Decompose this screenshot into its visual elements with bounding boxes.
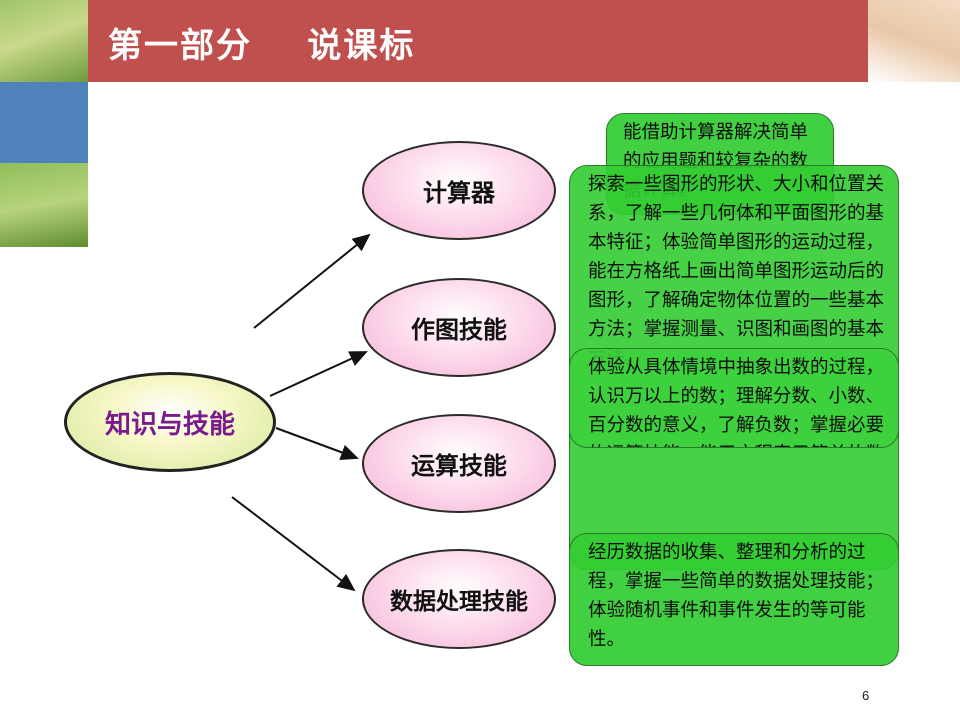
page-title: 第一部分 说课标	[108, 26, 416, 66]
skill-node-data: 数据处理技能	[362, 549, 556, 649]
drawing-description: 探索一些图形的形状、大小和位置关系，了解一些几何体和平面图形的基本特征；体验简单…	[588, 174, 885, 369]
skill-label: 运算技能	[411, 451, 507, 480]
arrow-to-data	[231, 496, 356, 592]
operation-description-box: 体验从具体情境中抽象出数的过程，认识万以上的数；理解分数、小数、百分数的意义，了…	[569, 348, 899, 448]
child-photo-left	[0, 163, 88, 247]
skill-node-drawing: 作图技能	[362, 278, 556, 377]
child-photo-top-left	[0, 0, 88, 82]
side-blue-block	[0, 82, 88, 163]
arrow-to-calculator	[253, 233, 371, 329]
skill-node-operation: 运算技能	[362, 414, 556, 513]
skill-label: 计算器	[423, 178, 495, 207]
page-number: 6	[862, 688, 870, 703]
data-description: 经历数据的收集、整理和分析的过程，掌握一些简单的数据处理技能；体验随机事件和事件…	[588, 542, 885, 650]
skill-label: 作图技能	[411, 315, 507, 344]
header-bar	[88, 0, 868, 82]
operation-description: 体验从具体情境中抽象出数的过程，认识万以上的数；理解分数、小数、百分数的意义，了…	[588, 357, 885, 447]
skill-label: 数据处理技能	[390, 588, 528, 615]
skill-node-calculator: 计算器	[362, 141, 556, 240]
knowledge-skills-label: 知识与技能	[104, 409, 235, 440]
knowledge-skills-node: 知识与技能	[64, 372, 276, 472]
child-photo-top-right	[868, 0, 960, 82]
data-description-box: 经历数据的收集、整理和分析的过程，掌握一些简单的数据处理技能；体验随机事件和事件…	[569, 533, 899, 666]
arrow-to-drawing	[269, 351, 368, 397]
arrow-to-operation	[275, 427, 359, 460]
